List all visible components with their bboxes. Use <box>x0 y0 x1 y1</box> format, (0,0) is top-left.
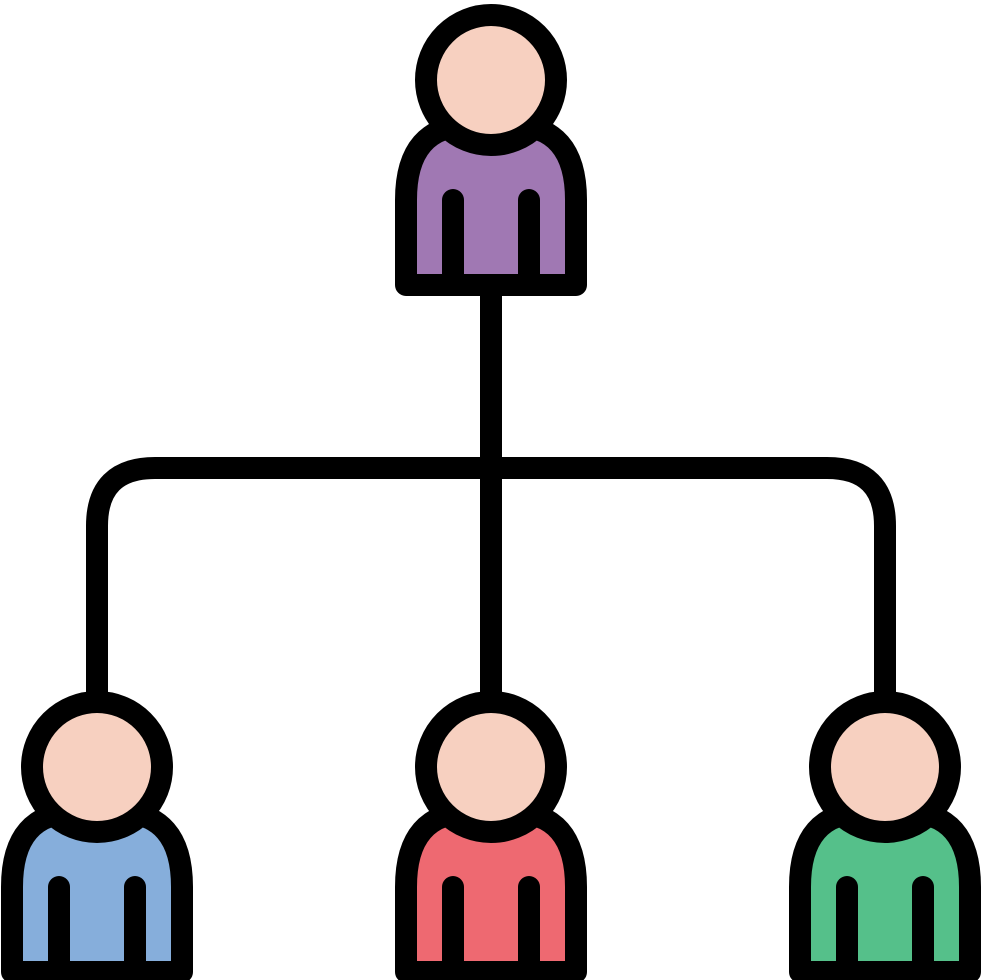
connector-lines <box>86 285 896 698</box>
head <box>415 4 567 156</box>
person-top <box>395 4 587 296</box>
person-child-1 <box>1 691 193 980</box>
person-child-3 <box>789 691 981 980</box>
people-group <box>1 4 981 980</box>
head <box>809 691 961 843</box>
head <box>415 691 567 843</box>
head <box>21 691 173 843</box>
person-child-2 <box>395 691 587 980</box>
